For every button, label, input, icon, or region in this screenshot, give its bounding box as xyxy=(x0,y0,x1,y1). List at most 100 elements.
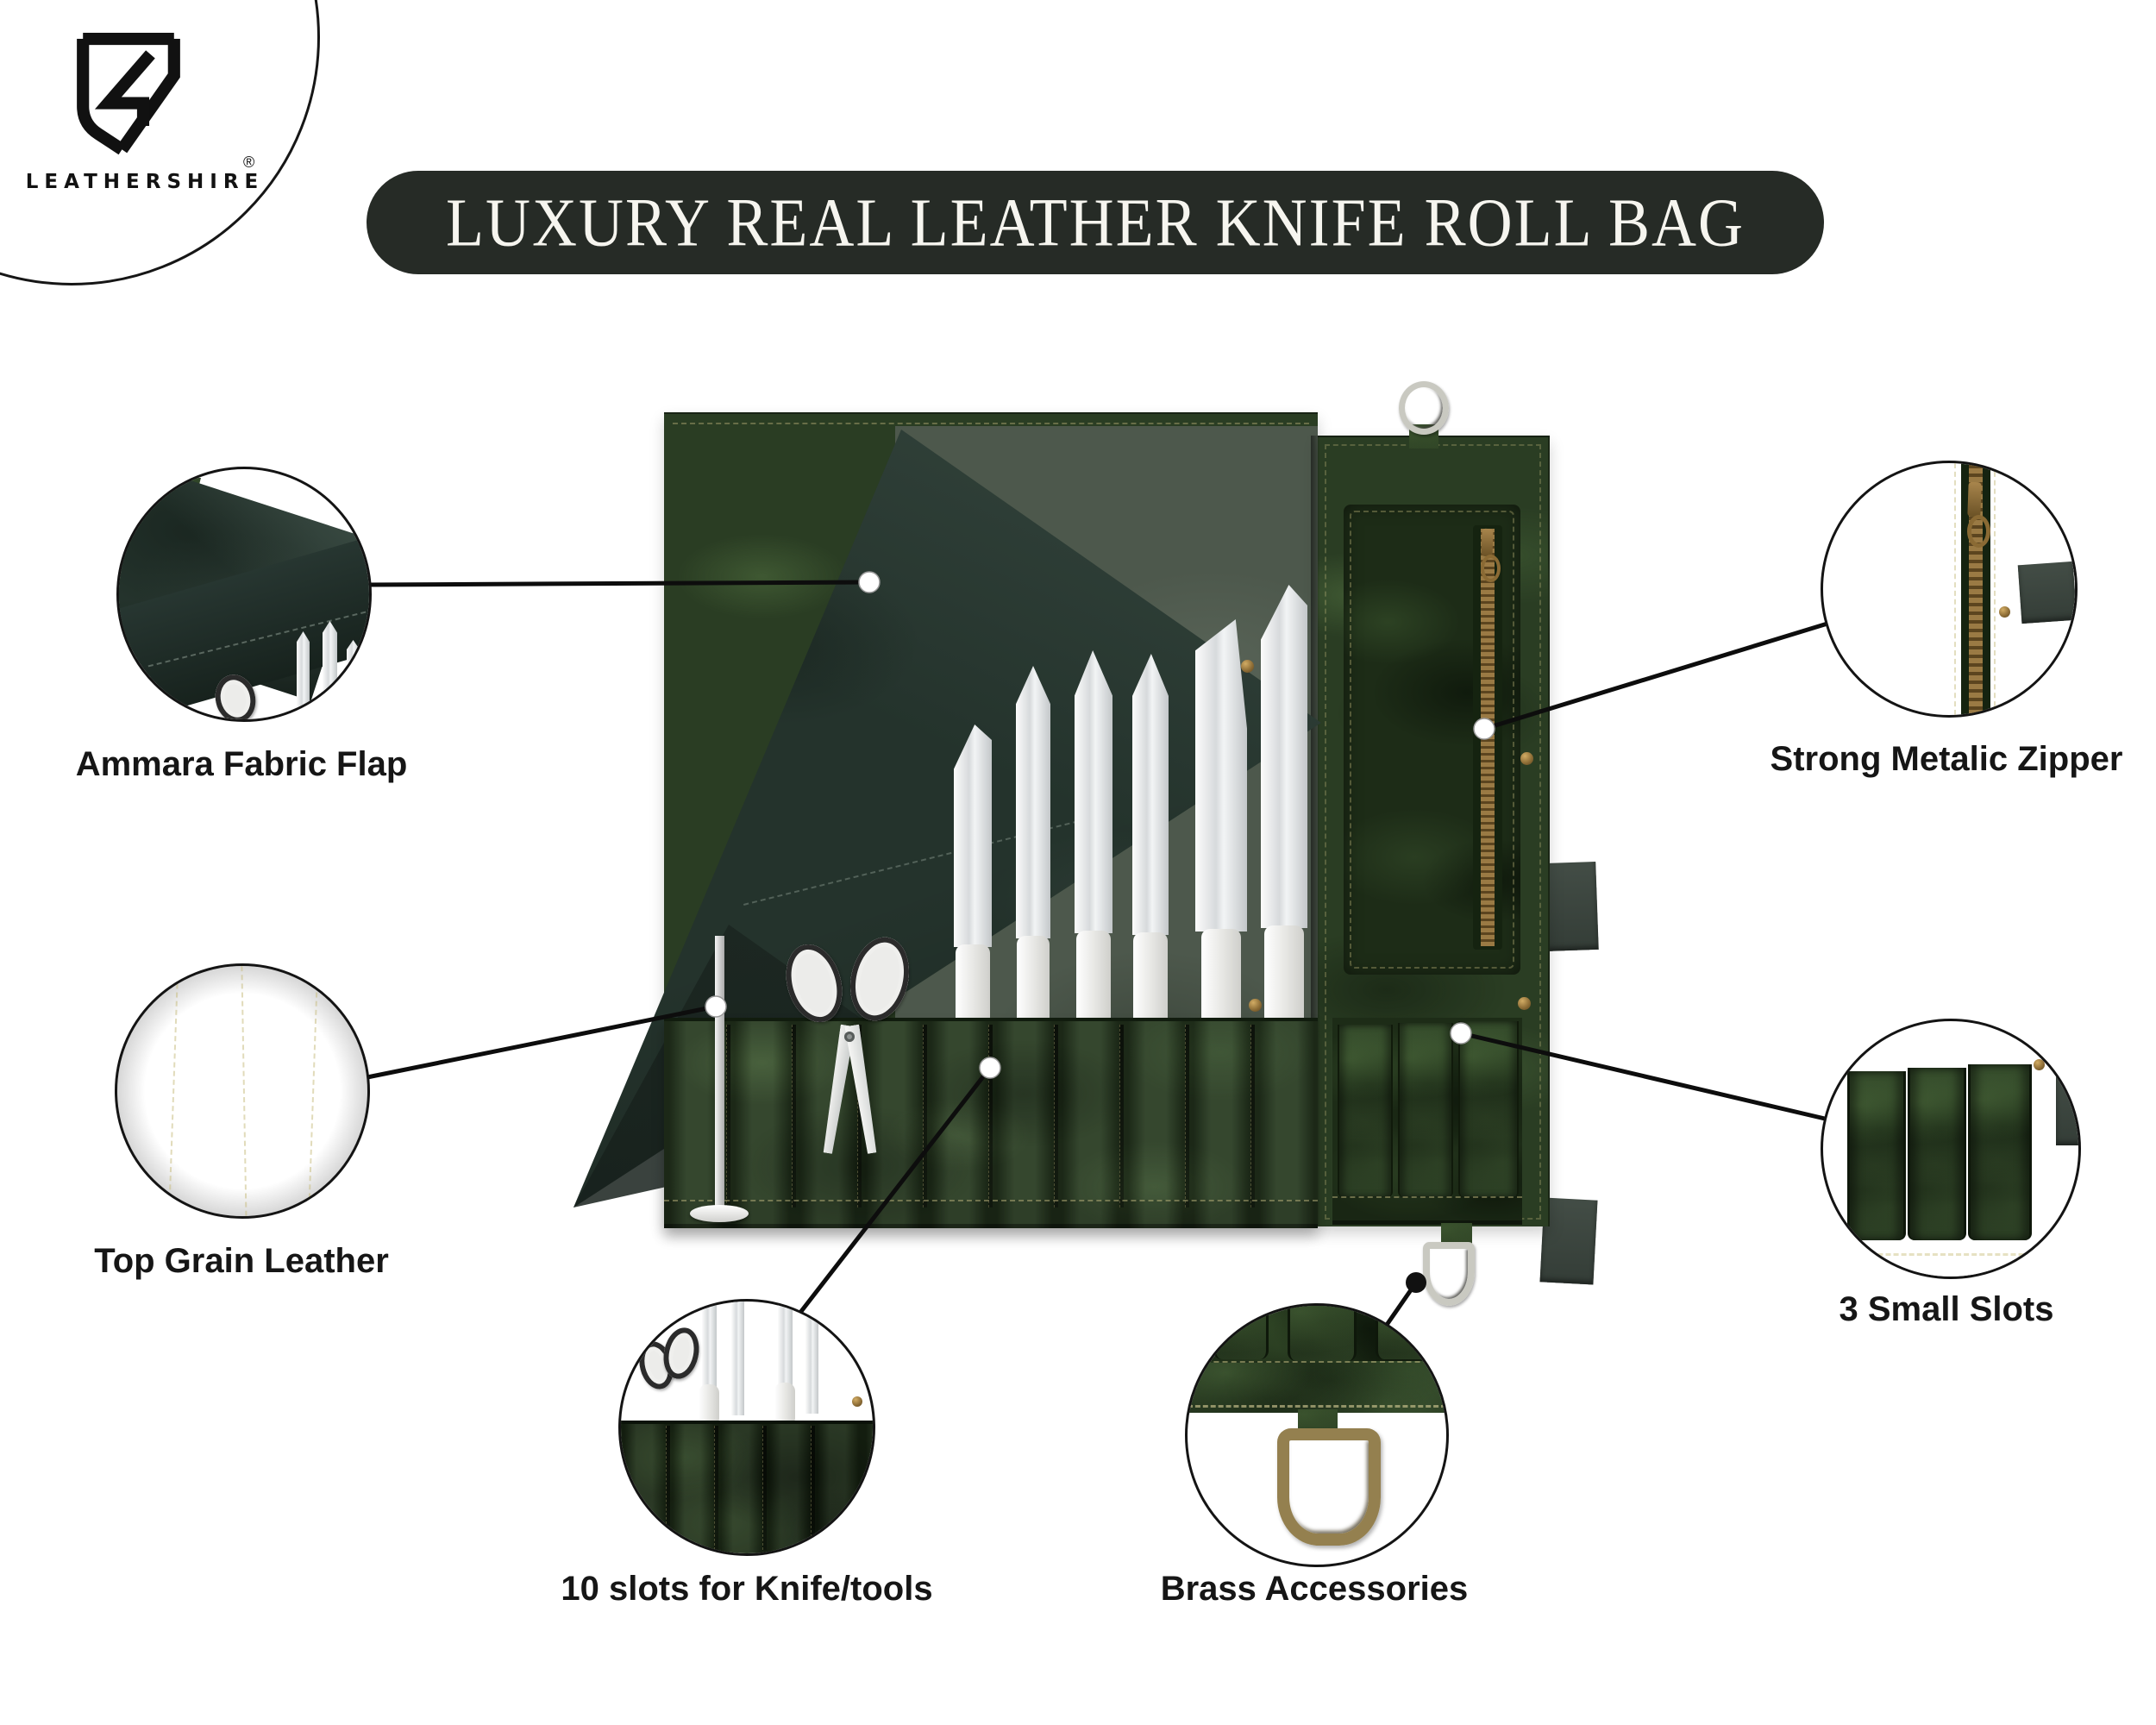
small-slot-pouch xyxy=(1338,1025,1393,1197)
callout-dot-brass xyxy=(1406,1272,1426,1293)
inset-slot-row xyxy=(621,1421,873,1553)
slot-divider xyxy=(923,1025,927,1208)
slot-divider xyxy=(1250,1025,1255,1208)
d-ring-icon xyxy=(1423,1242,1475,1306)
inset-small-slot xyxy=(1908,1068,1966,1240)
inset-stitch-line xyxy=(1954,463,1956,715)
inset-small-slot xyxy=(1968,1064,2032,1240)
small-slot-row xyxy=(1332,1018,1522,1225)
d-ring-icon xyxy=(1399,381,1449,435)
fold-crease xyxy=(1311,436,1319,1225)
callout-circle-ammara xyxy=(116,467,372,722)
knife xyxy=(954,724,992,1048)
callout-circle-zipper xyxy=(1821,461,2078,718)
rivet-icon xyxy=(1520,752,1533,765)
callout-circle-top-grain xyxy=(115,963,370,1219)
inset-rivet-icon xyxy=(2034,1059,2045,1070)
callout-label-small-slots: 3 Small Slots xyxy=(1839,1290,2054,1328)
slot-divider xyxy=(988,1025,993,1208)
logo-left-side xyxy=(77,39,126,155)
inset-zipper-pull-icon xyxy=(1967,481,1982,518)
inset-small-slot xyxy=(1847,1071,1906,1240)
inset-background xyxy=(1823,1258,2078,1276)
callout-dot-top-grain xyxy=(705,995,727,1018)
slot-divider xyxy=(726,1025,730,1208)
inset-pouch xyxy=(1288,1306,1357,1361)
callout-dot-zipper xyxy=(1473,718,1495,740)
inset-rivet-icon xyxy=(852,1396,862,1407)
inset-pouch-shading xyxy=(621,1424,873,1553)
sharpening-steel xyxy=(686,936,750,1229)
inset-knife-tip xyxy=(297,631,310,719)
inset-brass-d-ring-icon xyxy=(1277,1428,1381,1546)
bottom-stitching xyxy=(1332,1196,1522,1225)
scissor-pivot xyxy=(844,1032,855,1042)
callout-line-ammara xyxy=(366,580,870,587)
callout-line-knife-slots xyxy=(798,1066,992,1315)
pocket-stitching xyxy=(1350,511,1514,969)
inset-knife-tip xyxy=(347,640,360,719)
small-slot-pouch xyxy=(1398,1023,1453,1197)
ls-shield-monogram-icon xyxy=(77,32,180,155)
callout-dot-ammara xyxy=(858,571,881,593)
inset-pouch xyxy=(1213,1306,1269,1359)
callout-circle-knife-slots xyxy=(618,1299,875,1556)
inset-slot-divider xyxy=(714,1426,718,1550)
knife xyxy=(1195,619,1247,1048)
inset-rivet-icon xyxy=(1999,606,2010,618)
inset-band-stitch xyxy=(1188,1405,1446,1408)
inset-knife-tip xyxy=(323,621,337,719)
callout-label-ammara: Ammara Fabric Flap xyxy=(75,745,408,783)
slot-divider xyxy=(792,1025,796,1208)
slot-divider xyxy=(1185,1025,1189,1208)
inset-felt-tab xyxy=(2056,1073,2078,1145)
slot-divider xyxy=(1054,1025,1058,1208)
steel-guard xyxy=(690,1205,749,1222)
callout-line-zipper xyxy=(1483,621,1828,731)
inset-slot-divider xyxy=(762,1426,767,1550)
inset-blade xyxy=(731,1302,744,1415)
inset-handle xyxy=(774,1383,795,1422)
rivet-icon xyxy=(1518,997,1531,1010)
page-title: LUXURY REAL LEATHER KNIFE ROLL BAG xyxy=(446,184,1745,260)
slot-row xyxy=(664,1018,1318,1228)
inset-bottom-band xyxy=(1188,1361,1446,1413)
registered-mark: ® xyxy=(243,154,255,171)
brass-stud-icon xyxy=(1249,999,1262,1012)
inset-band-stitch xyxy=(1823,1253,2078,1256)
inset-stitch-line xyxy=(1994,463,1996,715)
callout-line-top-grain xyxy=(362,1004,717,1081)
callout-dot-knife-slots xyxy=(979,1057,1001,1079)
callout-circle-small-slots xyxy=(1821,1019,2081,1279)
steel-rod xyxy=(715,936,724,1208)
inset-pouch xyxy=(1376,1306,1438,1359)
callout-line-small-slots xyxy=(1460,1031,1826,1121)
panel-stitching xyxy=(673,423,1309,424)
callout-label-knife-slots: 10 slots for Knife/tools xyxy=(561,1570,933,1608)
callout-dot-small-slots xyxy=(1450,1022,1472,1044)
logo-inner-s xyxy=(94,50,155,126)
callout-label-top-grain: Top Grain Leather xyxy=(94,1242,389,1280)
slot-divider xyxy=(1119,1025,1124,1208)
inset-blade xyxy=(805,1302,818,1414)
callout-label-brass: Brass Accessories xyxy=(1160,1570,1469,1608)
inset-slot-divider xyxy=(666,1426,670,1550)
title-banner: LUXURY REAL LEATHER KNIFE ROLL BAG xyxy=(367,171,1824,274)
inset-zipper-pull-ring-icon xyxy=(1967,515,1990,548)
zipper-pull-ring-icon xyxy=(1481,555,1501,582)
slot-divider xyxy=(857,1025,862,1208)
callout-circle-brass xyxy=(1185,1303,1449,1567)
inset-handle xyxy=(699,1384,719,1422)
inset-pouches xyxy=(1188,1306,1446,1363)
callout-label-zipper: Strong Metalic Zipper xyxy=(1770,740,2123,778)
inset-slot-divider xyxy=(811,1426,815,1550)
kitchen-scissors xyxy=(777,931,927,1156)
inset-felt-tab xyxy=(2017,561,2075,624)
brand-wordmark: LEATHERSHIRE xyxy=(25,171,265,193)
bottom-stitching xyxy=(664,1200,1318,1228)
inset-vignette xyxy=(117,966,367,1216)
brass-stud-icon xyxy=(1241,660,1254,673)
